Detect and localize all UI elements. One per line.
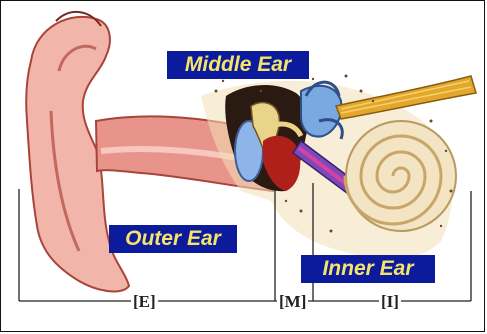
segment-m-label: [M] bbox=[277, 293, 308, 311]
outer-ear-label: Outer Ear bbox=[109, 225, 237, 253]
segment-i-label: [I] bbox=[379, 293, 401, 311]
middle-ear-label: Middle Ear bbox=[167, 51, 309, 79]
segment-e-label: [E] bbox=[131, 293, 158, 311]
cochlea bbox=[345, 121, 456, 231]
inner-ear-label: Inner Ear bbox=[301, 255, 435, 283]
